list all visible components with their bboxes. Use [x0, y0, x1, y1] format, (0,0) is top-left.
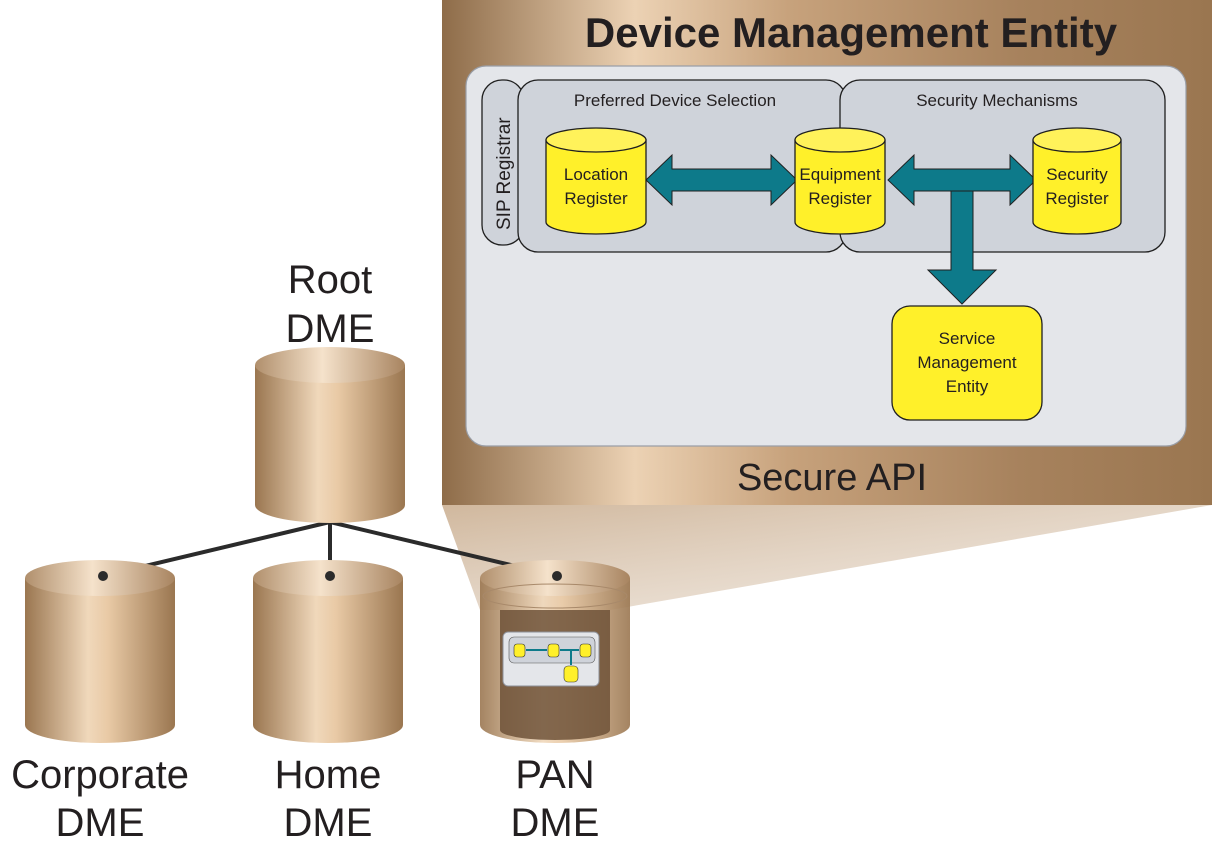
- location-register-line-2: Register: [564, 189, 628, 208]
- equipment-register-line-2: Register: [808, 189, 872, 208]
- location-register-line-1: Location: [564, 165, 628, 184]
- sme-line-1: Service: [939, 329, 996, 348]
- home-dme-cylinder: Home DME: [253, 560, 403, 844]
- location-register: Location Register: [545, 127, 647, 235]
- pan-dme-line-1: PAN: [515, 753, 594, 797]
- equipment-register-line-1: Equipment: [799, 165, 881, 184]
- register-arrows: [645, 153, 1037, 305]
- root-dme-cylinder: Root DME: [255, 258, 405, 523]
- home-dme-line-2: DME: [284, 801, 373, 844]
- sme-line-3: Entity: [946, 377, 989, 396]
- corporate-connector-dot: [98, 571, 108, 581]
- pan-mini-panel: [502, 631, 600, 687]
- corporate-dme-cylinder: Corporate DME: [11, 560, 189, 844]
- sip-registrar-label: SIP Registrar: [494, 117, 515, 230]
- security-to-sme-arrow: [926, 190, 998, 305]
- security-register-line-2: Register: [1045, 189, 1109, 208]
- pan-connector-dot: [552, 571, 562, 581]
- dme-panel: Device Management Entity SIP Registrar P…: [442, 0, 1212, 505]
- sme-line-2: Management: [917, 353, 1017, 372]
- home-dme-line-1: Home: [275, 753, 382, 797]
- security-mechanisms-label: Security Mechanisms: [916, 91, 1078, 110]
- connector-dots: [98, 571, 562, 581]
- root-dme-line-2: DME: [286, 307, 375, 351]
- corporate-dme-line-1: Corporate: [11, 753, 189, 797]
- pan-dme-line-2: DME: [511, 801, 600, 844]
- service-management-entity: Service Management Entity: [891, 305, 1043, 421]
- pan-dme-cylinder: PAN DME: [480, 560, 630, 844]
- root-dme-line-1: Root: [288, 258, 373, 302]
- corporate-dme-line-2: DME: [56, 801, 145, 844]
- panel-title: Device Management Entity: [585, 9, 1118, 56]
- security-register-line-1: Security: [1046, 165, 1108, 184]
- zoom-beam: [442, 505, 1212, 610]
- home-connector-dot: [325, 571, 335, 581]
- preferred-device-selection-label: Preferred Device Selection: [574, 91, 776, 110]
- security-register: Security Register: [1032, 127, 1122, 235]
- secure-api-label: Secure API: [737, 457, 927, 499]
- equipment-register: Equipment Register: [794, 127, 886, 235]
